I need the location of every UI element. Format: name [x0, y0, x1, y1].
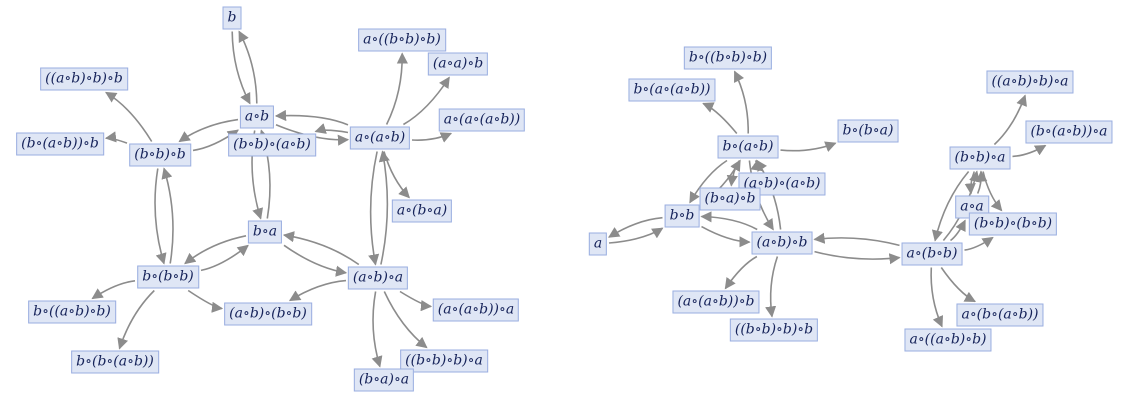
- edge-a-ab-to-aa-b: [403, 76, 450, 126]
- edge-b-ab-to-b-ba: [780, 141, 837, 153]
- node-bb-bb[interactable]: (b∘b)∘(b∘b): [968, 212, 1058, 236]
- edge-bb-b-to-b-bb: [154, 168, 167, 265]
- edge-b-to-ab: [231, 31, 251, 105]
- edge-ba-to-ab-a: [283, 244, 348, 277]
- edge-bb-a-to-bb-bb: [982, 171, 1003, 212]
- edge-bb-a-to-aa: [964, 171, 976, 195]
- edge-a-bb-to-bb-bb: [964, 236, 994, 251]
- node-a-a-ab[interactable]: a∘(a∘(a∘b)): [438, 108, 526, 132]
- edge-ab-a-to-a-ab-a: [399, 290, 433, 312]
- node-abb-b[interactable]: ((a∘b)∘b)∘b: [40, 67, 128, 91]
- node-ab-bb[interactable]: (a∘b)∘(b∘b): [224, 302, 312, 326]
- node-b-ab-a[interactable]: (b∘(a∘b))∘a: [1025, 120, 1113, 144]
- edge-b-bb-to-b-abb: [91, 280, 136, 300]
- edge-b-ab-to-ab-ab: [750, 160, 763, 172]
- edge-ab-a-to-bbb-a: [383, 291, 428, 349]
- node-b-ab-b[interactable]: (b∘(a∘b))∘b: [16, 132, 104, 156]
- node-a-ab-b[interactable]: (a∘(a∘b))∘b: [672, 290, 760, 314]
- edge-a-bb-to-ab-b: [813, 232, 900, 247]
- node-b-abb[interactable]: b∘((a∘b)∘b): [28, 300, 116, 324]
- edge-a-ab-to-bb-ab: [314, 123, 349, 134]
- right-graph-edges: [608, 70, 1047, 328]
- edge-b-ab-to-b-bbb: [733, 70, 750, 134]
- node-bb-b[interactable]: (b∘b)∘b: [129, 143, 191, 167]
- node-bb-a[interactable]: (b∘b)∘a: [949, 146, 1011, 170]
- edge-a-bb-to-a-abb: [930, 267, 944, 328]
- node-bbb-a[interactable]: ((b∘b)∘b)∘a: [400, 349, 488, 373]
- node-abb-a[interactable]: ((a∘b)∘b)∘a: [986, 70, 1074, 94]
- node-aa-b[interactable]: (a∘a)∘b: [427, 52, 489, 76]
- node-a-ab[interactable]: a∘(a∘b): [349, 126, 411, 150]
- edge-bb-b-to-b-ab-b: [104, 131, 128, 144]
- edge-b-ab-to-bb: [689, 159, 728, 204]
- edge-aa-to-bb-a: [976, 170, 988, 194]
- node-b[interactable]: b: [222, 6, 242, 30]
- edge-ab-a-to-ba: [282, 231, 360, 266]
- node-a-abb[interactable]: a∘((b∘b)∘b): [358, 28, 446, 52]
- edge-b-bb-to-bb-b: [161, 167, 174, 264]
- edge-ab-a-to-ba-a: [371, 291, 383, 368]
- edge-a-ab-to-a-abb: [385, 52, 408, 125]
- edge-bb-a-to-b-ab-a: [1012, 144, 1047, 158]
- node-bb[interactable]: b∘b: [664, 204, 700, 228]
- node-b-bb[interactable]: b∘(b∘b): [137, 265, 199, 289]
- edge-b-bb-to-b-b-ab: [117, 289, 155, 350]
- edge-ab-b-to-bb: [700, 211, 758, 231]
- edge-a-bb-to-a-b-ab: [940, 267, 976, 303]
- edge-a-ab-to-ab-a: [368, 151, 380, 266]
- node-ba-b[interactable]: (b∘a)∘b: [699, 187, 761, 211]
- node-b-b-ab[interactable]: b∘(b∘(a∘b)): [71, 350, 159, 374]
- edge-ab-to-bb-b: [178, 118, 239, 143]
- edge-b-bb-to-ba: [200, 244, 249, 272]
- node-b-ba[interactable]: b∘(b∘a): [837, 119, 899, 143]
- edge-a-to-bb: [608, 227, 664, 244]
- node-b-ab[interactable]: b∘(a∘b): [717, 135, 779, 159]
- edge-bb-to-a: [608, 216, 663, 238]
- left-graph-edges: [91, 30, 453, 368]
- edge-ab-a-to-ab-bb: [288, 279, 347, 302]
- edge-ab-to-b: [238, 30, 258, 104]
- node-b-a-ab[interactable]: b∘(a∘(a∘b)): [628, 78, 716, 102]
- node-ab[interactable]: a∘b: [239, 105, 275, 129]
- node-bb-ab[interactable]: (b∘b)∘(a∘b): [228, 133, 316, 157]
- node-a-abb[interactable]: a∘((a∘b)∘b): [904, 328, 992, 352]
- edge-ba-to-b-bb: [184, 235, 247, 265]
- edge-bb-b-to-ab: [192, 129, 239, 152]
- edge-ab-a-to-a-ab: [378, 150, 390, 265]
- edge-bb-a-to-abb-a: [993, 94, 1027, 146]
- node-ba-a[interactable]: (b∘a)∘a: [353, 368, 415, 392]
- node-ba[interactable]: b∘a: [247, 220, 283, 244]
- edge-bb-b-to-abb-b: [105, 91, 153, 142]
- edge-b-ab-to-b-a-ab: [702, 102, 738, 135]
- edge-a-ab-to-ab: [274, 109, 349, 126]
- edge-b-ab-to-ba-b: [726, 160, 741, 187]
- node-a-b-ab[interactable]: a∘(b∘(a∘b)): [956, 303, 1044, 327]
- edge-ab-b-to-bbb-b: [765, 256, 779, 318]
- node-a-bb[interactable]: a∘(b∘b): [901, 242, 963, 266]
- node-a-ab-a[interactable]: (a∘(a∘b))∘a: [432, 298, 520, 322]
- node-b-bbb[interactable]: b∘((b∘b)∘b): [683, 46, 773, 70]
- edge-a-bb-to-aa: [950, 219, 966, 242]
- edge-bb-to-ab-b: [701, 225, 751, 248]
- edge-bb-a-to-a-bb: [931, 170, 970, 242]
- edge-ab-b-to-a-bb: [814, 250, 901, 265]
- node-ab-a[interactable]: (a∘b)∘a: [347, 266, 409, 290]
- node-a-ba[interactable]: a∘(b∘a): [391, 199, 453, 223]
- edge-ab-b-to-a-ab-b: [724, 255, 758, 290]
- node-a[interactable]: a: [588, 232, 608, 256]
- node-bbb-b[interactable]: ((b∘b)∘b)∘b: [729, 318, 819, 342]
- node-ab-b[interactable]: (a∘b)∘b: [751, 231, 813, 255]
- edge-b-bb-to-ab-bb: [187, 289, 224, 313]
- edge-a-ab-to-a-a-ab: [411, 132, 453, 143]
